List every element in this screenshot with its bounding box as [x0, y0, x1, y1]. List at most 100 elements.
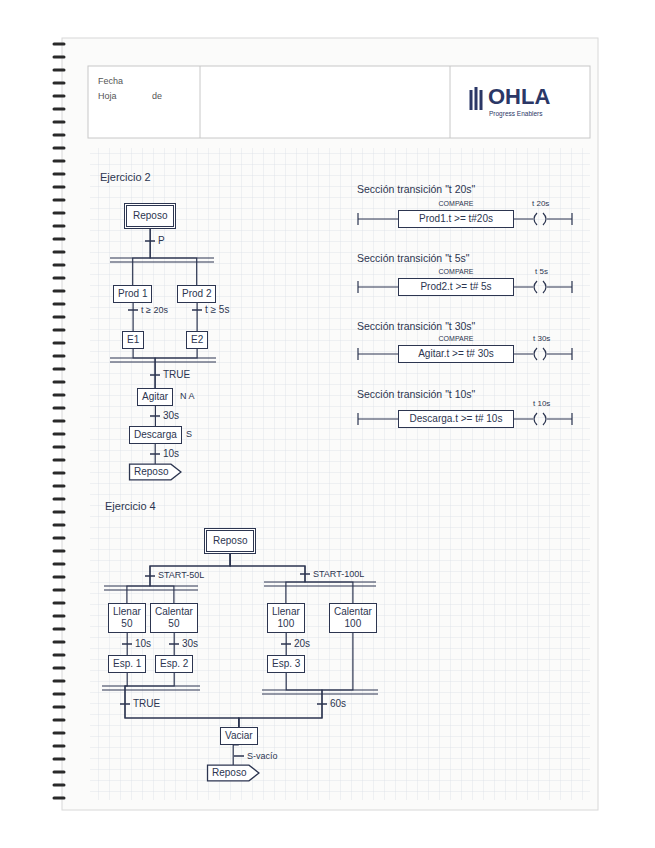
step-box: Descarga: [129, 426, 182, 444]
connector-line: [155, 349, 197, 388]
transition-condition: 20s: [294, 638, 310, 650]
step-label: Descarga.t >= t# 10s: [405, 413, 507, 425]
transition-condition: 30s: [163, 410, 179, 422]
step-box: E2: [186, 331, 208, 349]
step-label: Calentar 100: [334, 606, 372, 630]
logo-icon: [471, 87, 481, 110]
initial-step: Reposo: [124, 203, 176, 229]
jump-shape: [130, 464, 181, 480]
note-label: Sección transición "t 20s": [357, 183, 475, 196]
header-text: Fecha: [98, 76, 123, 87]
header-text: de: [152, 91, 162, 102]
ladder-rung: [358, 213, 572, 425]
note-label: Ejercicio 2: [100, 171, 151, 184]
connector-line: [233, 745, 239, 765]
header-frame: [88, 66, 590, 138]
transition-condition: P: [158, 235, 165, 247]
step-box: Llenar 50: [108, 603, 146, 633]
compare-block: COMPAREProd2.t >= t# 5s: [398, 278, 514, 296]
transition-condition: TRUE: [133, 698, 160, 710]
connector-line: [239, 673, 322, 727]
step-label: Agitar.t >= t# 30s: [405, 348, 507, 360]
step-label: Prod1.t >= t#20s: [405, 213, 507, 225]
grid-area: [90, 148, 590, 800]
connector-line: [230, 554, 305, 603]
step-label: E2: [191, 334, 203, 346]
transition-condition: t ≥ 5s: [205, 304, 229, 316]
note-label: N A: [180, 391, 195, 402]
compare-block: Descarga.t >= t# 10s: [398, 410, 514, 428]
transition-condition: 30s: [182, 638, 198, 650]
initial-step: Reposo: [204, 528, 256, 554]
step-box: Prod 2: [177, 285, 216, 303]
step-label: Llenar 100: [272, 606, 300, 630]
note-label: S: [186, 429, 192, 440]
note-label: Sección transición "t 10s": [357, 388, 475, 401]
step-label: Prod 2: [182, 288, 211, 300]
block-heading: COMPARE: [399, 199, 513, 208]
transition-condition: 10s: [163, 448, 179, 460]
step-label: Reposo: [212, 767, 246, 779]
step-label: Prod2.t >= t# 5s: [405, 281, 507, 293]
step-label: Prod 1: [118, 288, 147, 300]
step-label: Reposo: [133, 210, 167, 222]
connector-line: [285, 633, 287, 655]
step-label: Llenar 50: [113, 606, 141, 630]
note-label: t 10s: [533, 399, 550, 409]
connector-line: [150, 554, 230, 603]
step-box: E1: [122, 331, 144, 349]
jump-step: Reposo: [207, 765, 259, 781]
step-box: Prod 1: [113, 285, 152, 303]
step-box: Calentar 100: [329, 603, 377, 633]
step-label: Calentar 50: [155, 606, 193, 630]
note-label: t 20s: [532, 199, 549, 209]
compare-block: COMPAREProd1.t >= t#20s: [398, 210, 514, 228]
spiral-binding: [54, 44, 64, 798]
step-label: Esp. 2: [160, 658, 188, 670]
note-label: Sección transición "t 30s": [357, 320, 475, 333]
simultaneous-bar: [102, 258, 378, 694]
transition-condition: 60s: [330, 698, 346, 710]
connector-line: [196, 303, 198, 331]
note-label: Sección transición "t 5s": [357, 252, 470, 265]
step-box: Vaciar: [220, 727, 258, 745]
note-label: Ejercicio 4: [105, 500, 156, 513]
transition-tick: [120, 241, 327, 756]
note-label: t 30s: [533, 334, 550, 344]
connector-line: [126, 633, 127, 655]
connector-line: [239, 633, 353, 727]
connector-line: [150, 229, 197, 285]
step-label: Esp. 1: [113, 658, 141, 670]
connector-line: [125, 673, 239, 727]
transition-condition: 10s: [135, 638, 151, 650]
step-box: Esp. 3: [267, 655, 305, 673]
step-label: Esp. 3: [272, 658, 300, 670]
block-heading: COMPARE: [399, 334, 513, 343]
jump-shape: [208, 765, 259, 781]
transition-condition: TRUE: [163, 369, 190, 381]
step-box: Calentar 50: [150, 603, 198, 633]
connector-line: [133, 349, 155, 388]
step-label: Agitar: [142, 391, 168, 403]
connector-line: [127, 554, 230, 603]
step-label: Vaciar: [225, 730, 253, 742]
step-label: Reposo: [134, 466, 168, 478]
connector-line: [125, 673, 239, 727]
step-label: E1: [127, 334, 139, 346]
block-heading: COMPARE: [399, 267, 513, 276]
transition-condition: t ≥ 20s: [141, 304, 168, 316]
connector-line: [173, 633, 175, 655]
compare-block: COMPAREAgitar.t >= t# 30s: [398, 345, 514, 363]
step-label: Reposo: [213, 535, 247, 547]
note-label: t 5s: [535, 267, 548, 277]
step-box: Esp. 2: [155, 655, 193, 673]
connector-line: [155, 406, 156, 426]
header-text: Hoja: [98, 91, 117, 102]
transition-condition: S-vacío: [247, 750, 278, 762]
connector-line: [133, 229, 151, 285]
connector-line: [132, 303, 134, 331]
paper-sheet: [62, 38, 598, 810]
header-text: Progress Enablers: [489, 110, 542, 118]
